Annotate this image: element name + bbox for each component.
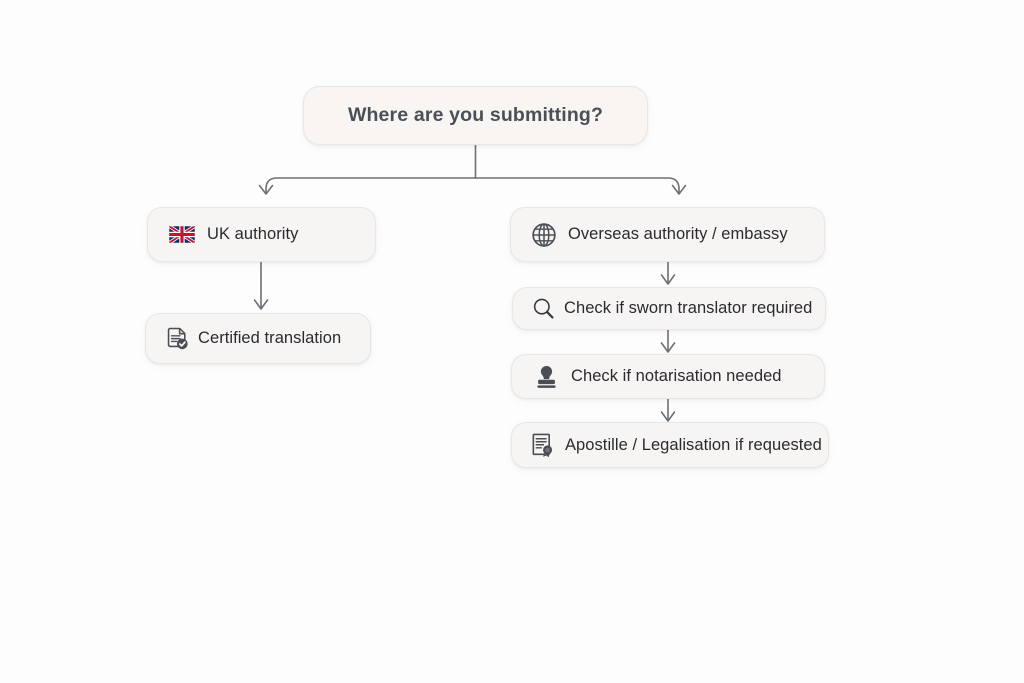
connector-root-to-uk xyxy=(265,177,477,194)
arrowhead-overseas-to-sworn xyxy=(660,274,676,285)
node-overseas-authority[interactable]: Overseas authority / embassy xyxy=(510,207,825,262)
document-check-icon xyxy=(164,326,190,352)
connector-root-to-overseas xyxy=(474,177,680,194)
arrowhead-root-to-uk xyxy=(258,184,274,195)
node-uk-authority[interactable]: UK authority xyxy=(147,207,376,262)
arrowhead-notarisation-to-apostille xyxy=(660,411,676,422)
node-certified-translation[interactable]: Certified translation xyxy=(145,313,371,364)
arrowhead-root-to-overseas xyxy=(671,184,687,195)
node-certified-translation-label: Certified translation xyxy=(198,329,342,347)
certificate-seal-icon xyxy=(529,431,557,459)
magnifier-icon xyxy=(530,296,556,322)
root-question-label: Where are you submitting? xyxy=(347,104,604,126)
node-sworn-translator-label: Check if sworn translator required xyxy=(564,299,813,317)
globe-icon xyxy=(529,220,558,249)
root-question-node[interactable]: Where are you submitting? xyxy=(303,86,648,145)
node-apostille-label: Apostille / Legalisation if requested xyxy=(565,435,822,454)
node-apostille[interactable]: Apostille / Legalisation if requested xyxy=(511,422,829,468)
uk-flag-icon xyxy=(168,223,196,247)
node-notarisation[interactable]: Check if notarisation needed xyxy=(511,354,825,399)
node-overseas-authority-label: Overseas authority / embassy xyxy=(568,225,788,243)
node-sworn-translator[interactable]: Check if sworn translator required xyxy=(512,287,826,330)
node-notarisation-label: Check if notarisation needed xyxy=(571,367,782,385)
stamp-icon xyxy=(533,363,559,390)
arrowhead-uk-to-certified xyxy=(253,299,269,310)
arrowhead-sworn-to-notarisation xyxy=(660,342,676,353)
node-uk-authority-label: UK authority xyxy=(207,225,299,243)
